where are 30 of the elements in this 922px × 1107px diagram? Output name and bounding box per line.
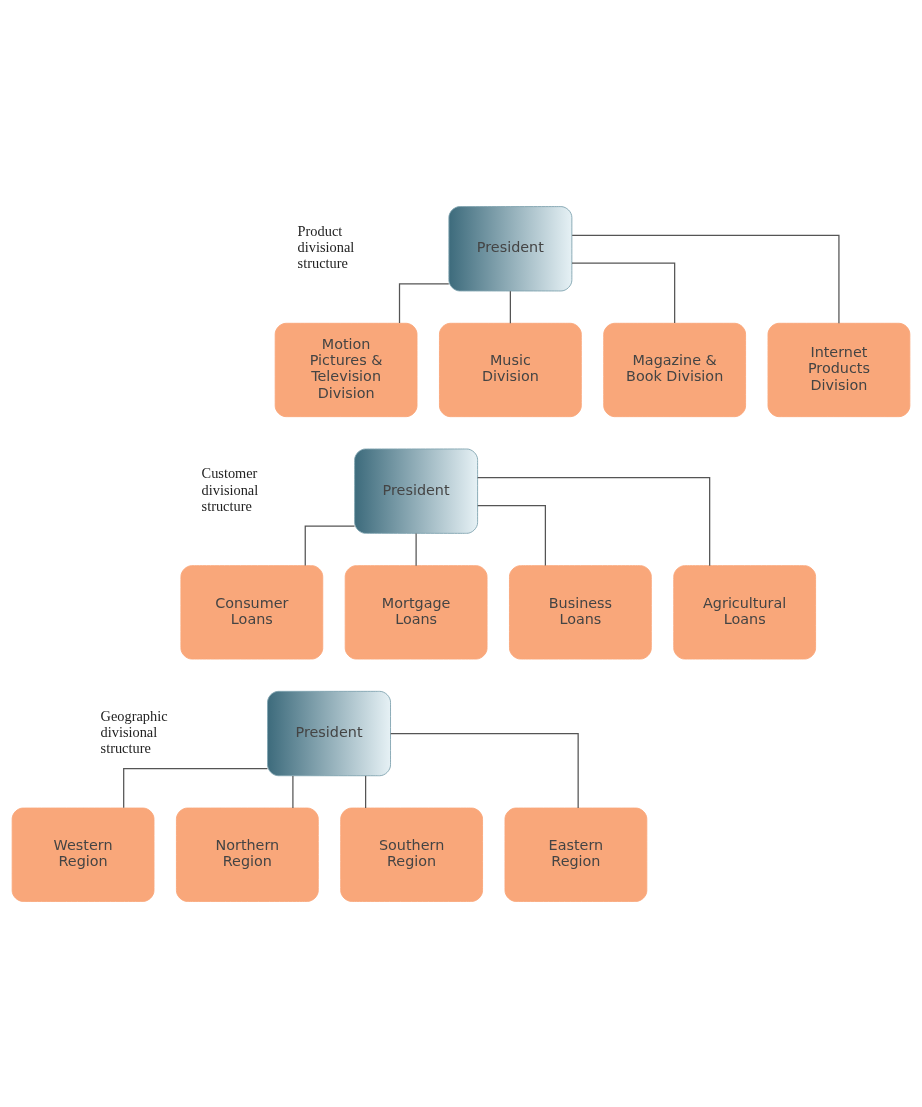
node-box: President (448, 205, 573, 291)
connector (304, 525, 356, 566)
connector (415, 532, 417, 566)
node-box: Business Loans (509, 564, 652, 659)
connector (365, 774, 367, 809)
label: Customer divisional structure (201, 464, 259, 514)
connector (571, 234, 840, 324)
node-box: Northern Region (176, 807, 319, 902)
node-box: Music Division (439, 322, 582, 417)
node-box: President (354, 448, 479, 534)
connector (123, 767, 269, 808)
connector (292, 774, 294, 809)
node-box: Agricultural Loans (673, 564, 817, 659)
node-box: Motion Pictures & Television Division (274, 322, 418, 417)
node-box: Mortgage Loans (344, 564, 488, 659)
connector (390, 732, 579, 808)
connector (477, 476, 711, 566)
label: Product divisional structure (297, 222, 355, 271)
connector (398, 282, 450, 324)
node-box: Southern Region (340, 807, 483, 902)
node-box: President (267, 690, 391, 776)
connector (477, 504, 546, 566)
node-box: Eastern Region (504, 807, 648, 902)
connector (509, 290, 511, 324)
node-box: Internet Products Division (767, 322, 911, 417)
node-box: Consumer Loans (180, 564, 324, 659)
node-box: Magazine & Book Division (603, 322, 747, 417)
node-box: Western Region (11, 807, 155, 902)
connector (571, 262, 676, 324)
label: Geographic divisional structure (100, 707, 168, 756)
